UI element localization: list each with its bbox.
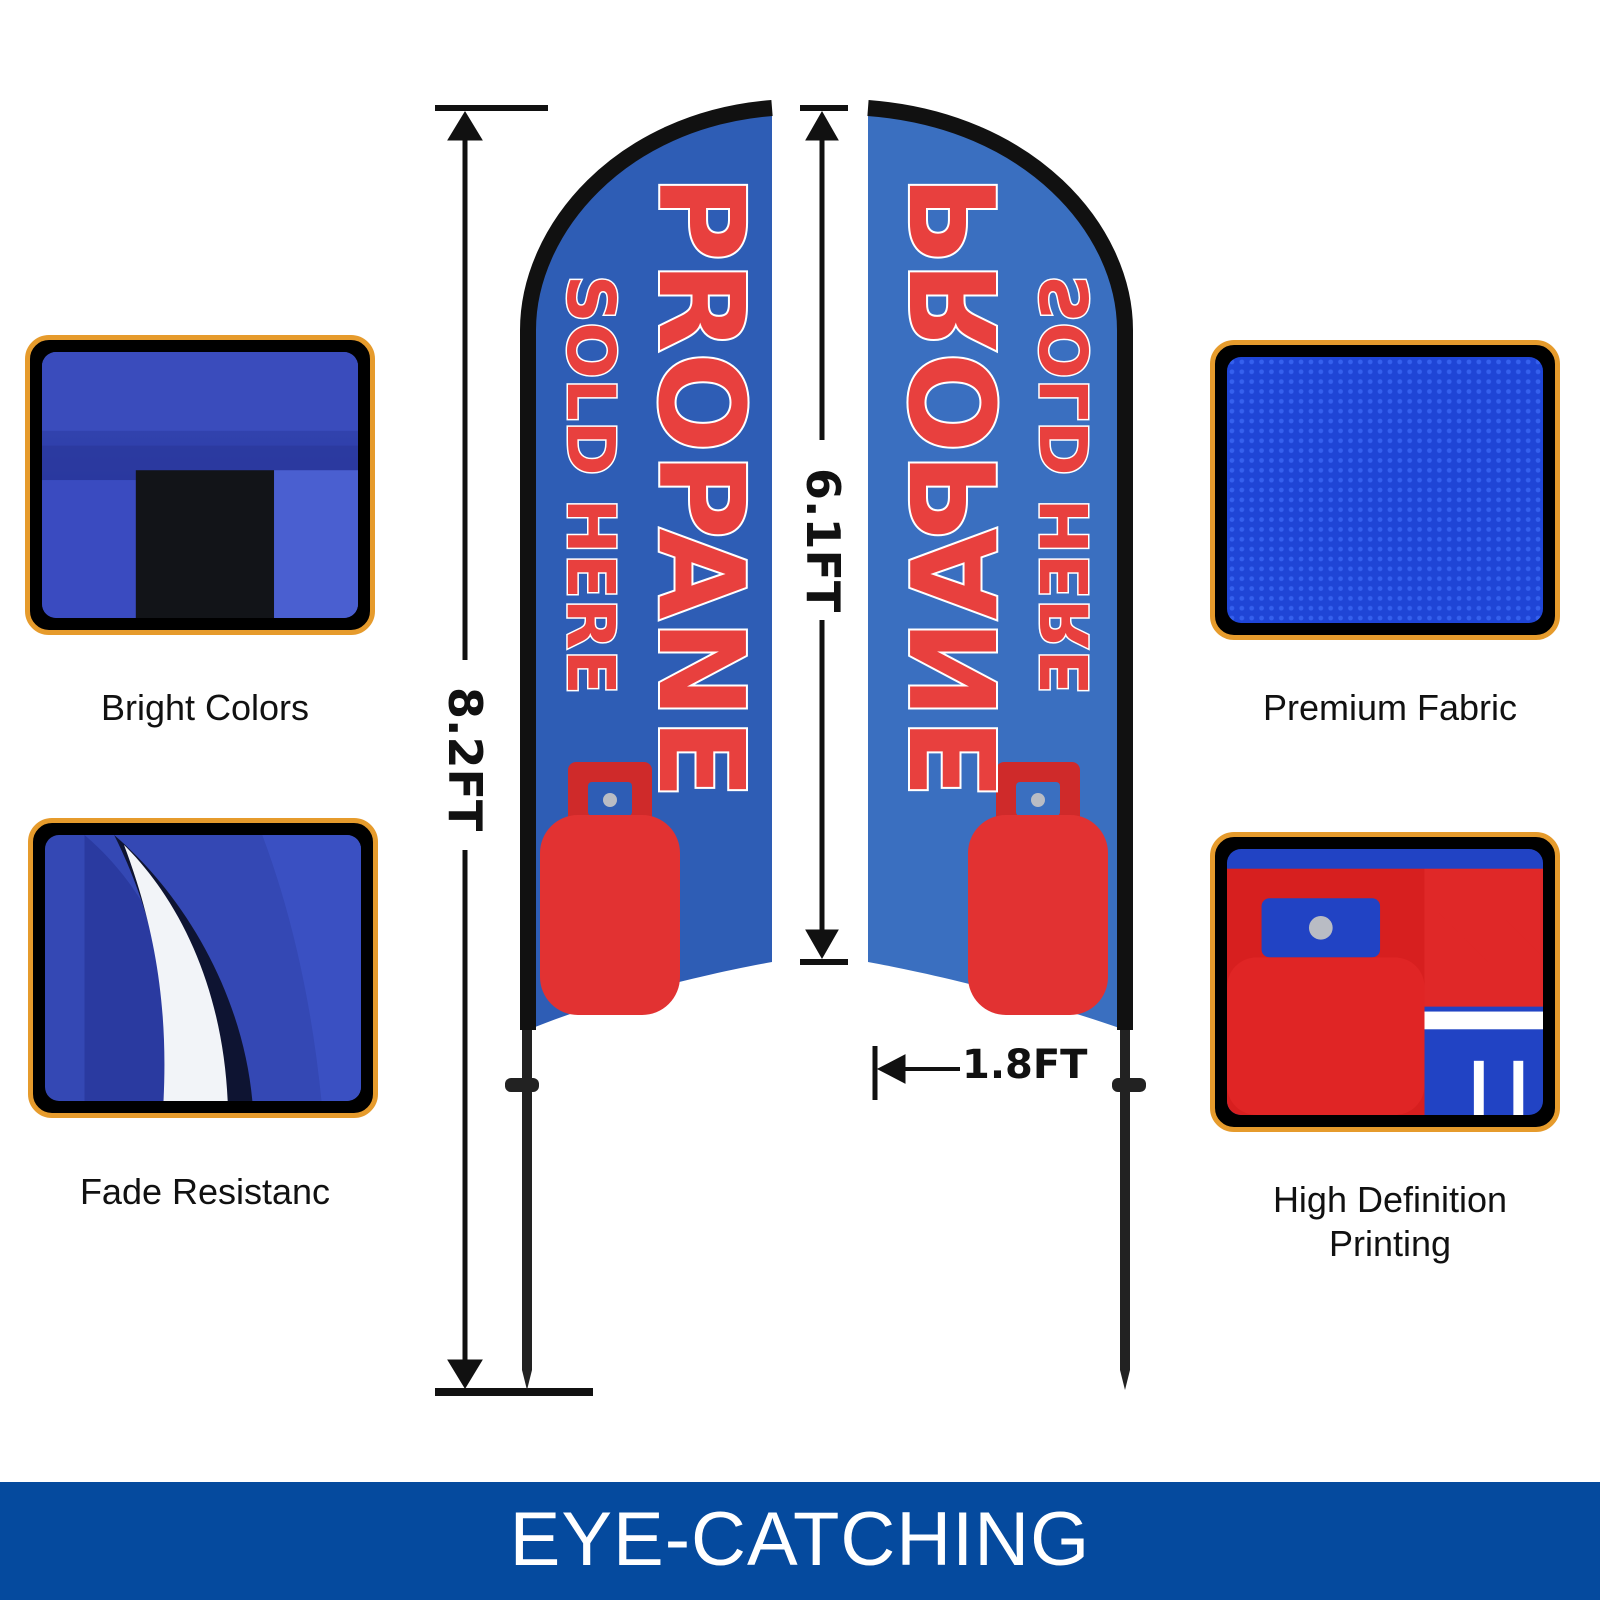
fade-resistance-fabric-image — [45, 835, 361, 1101]
fade-resistance-swatch — [28, 818, 378, 1118]
flag-back-subline: SOLD HERE — [1027, 275, 1104, 695]
bright-colors-fabric-image — [42, 352, 358, 618]
premium-fabric-image — [1227, 357, 1543, 623]
flag-width-label: 1.8FT — [962, 1042, 1088, 1088]
propane-tank-icon — [968, 762, 1108, 1015]
total-height-label: 8.2FT — [438, 687, 492, 832]
flag-height-dimension — [800, 105, 848, 965]
premium-fabric-label: Premium Fabric — [1262, 687, 1518, 728]
flag-front-headline: PROPANE — [632, 175, 770, 799]
total-height-dimension — [435, 105, 593, 1396]
flag-back: PROPANE SOLD HERE — [867, 100, 1146, 1390]
fade-resistance-label: Fade Resistanc — [79, 1171, 331, 1212]
bottom-banner: EYE-CATCHING — [0, 1482, 1600, 1600]
hd-printing-swatch — [1210, 832, 1560, 1132]
bright-colors-label: Bright Colors — [100, 687, 310, 728]
flag-front: PROPANE SOLD HERE — [505, 100, 773, 1390]
flag-front-subline: SOLD HERE — [552, 275, 629, 695]
propane-tank-icon — [540, 762, 680, 1015]
banner-title: EYE-CATCHING — [509, 1497, 1091, 1582]
flag-back-headline: PROPANE — [886, 175, 1024, 799]
bright-colors-swatch — [25, 335, 375, 635]
flag-height-label: 6.1FT — [796, 468, 850, 613]
hd-printing-image — [1227, 849, 1543, 1115]
hd-printing-label-line2: Printing — [1328, 1223, 1452, 1264]
hd-printing-label-line1: High Definition — [1272, 1179, 1508, 1220]
flag-width-dimension — [872, 1046, 960, 1100]
premium-fabric-swatch — [1210, 340, 1560, 640]
